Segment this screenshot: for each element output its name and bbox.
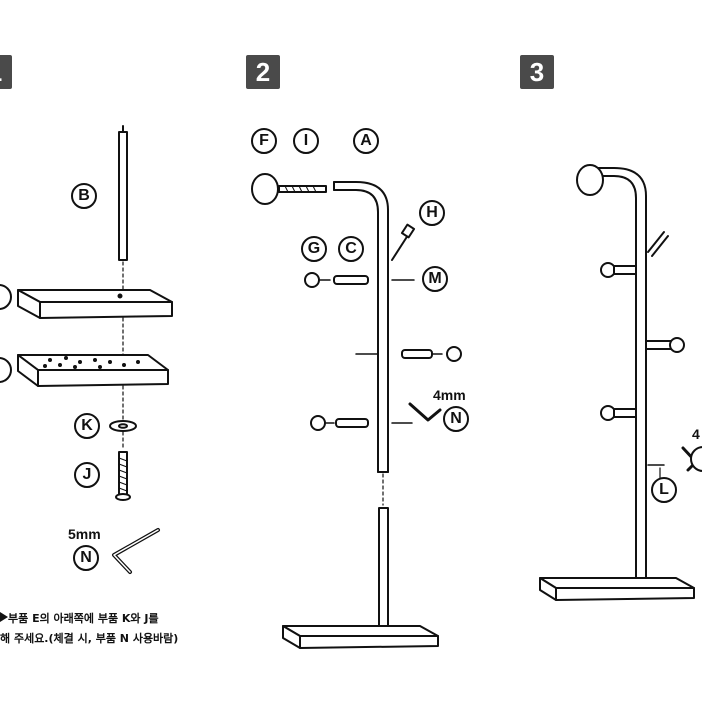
callout-g: G (301, 236, 327, 262)
callout-b: B (71, 183, 97, 209)
pole-b (118, 131, 128, 261)
callout-h: H (419, 200, 445, 226)
step2-illustration (251, 173, 462, 649)
step3-illustration (539, 164, 698, 601)
plate-bottom (17, 354, 169, 371)
tool-size-5mm: 5mm (68, 526, 101, 542)
step-badge-1: 1 (0, 55, 12, 89)
tool-size-partial: 4 (692, 426, 700, 442)
callout-i: I (293, 128, 319, 154)
callout-a: A (353, 128, 379, 154)
spacer-c (333, 275, 369, 285)
plate-top (17, 289, 173, 303)
callout-j: J (74, 462, 100, 488)
assembled-base (539, 577, 695, 589)
step-badge-2: 2 (246, 55, 280, 89)
callout-c: C (338, 236, 364, 262)
pole-lower (378, 507, 389, 631)
base-plate (282, 625, 439, 637)
callout-l: L (651, 477, 677, 503)
knob-g (304, 272, 320, 288)
step-badge-3: 3 (520, 55, 554, 89)
note-line-1: 부품 E의 아래쪽에 부품 K와 J를 (8, 612, 159, 625)
callout-n-step1: N (73, 545, 99, 571)
callout-k: K (74, 413, 100, 439)
hex-key-4mm (408, 402, 442, 422)
hook-f (251, 173, 279, 205)
callout-f: F (251, 128, 277, 154)
step1-illustration (0, 125, 173, 622)
callout-m: M (422, 266, 448, 292)
callout-n-step2: N (443, 406, 469, 432)
assembled-pole (597, 175, 637, 591)
pole-a (333, 189, 379, 473)
assembled-top-hook (576, 164, 604, 196)
note-line-2: 해 주세요.(체결 시, 부품 N 사용바람) (0, 632, 179, 645)
tool-size-4mm: 4mm (433, 387, 466, 403)
